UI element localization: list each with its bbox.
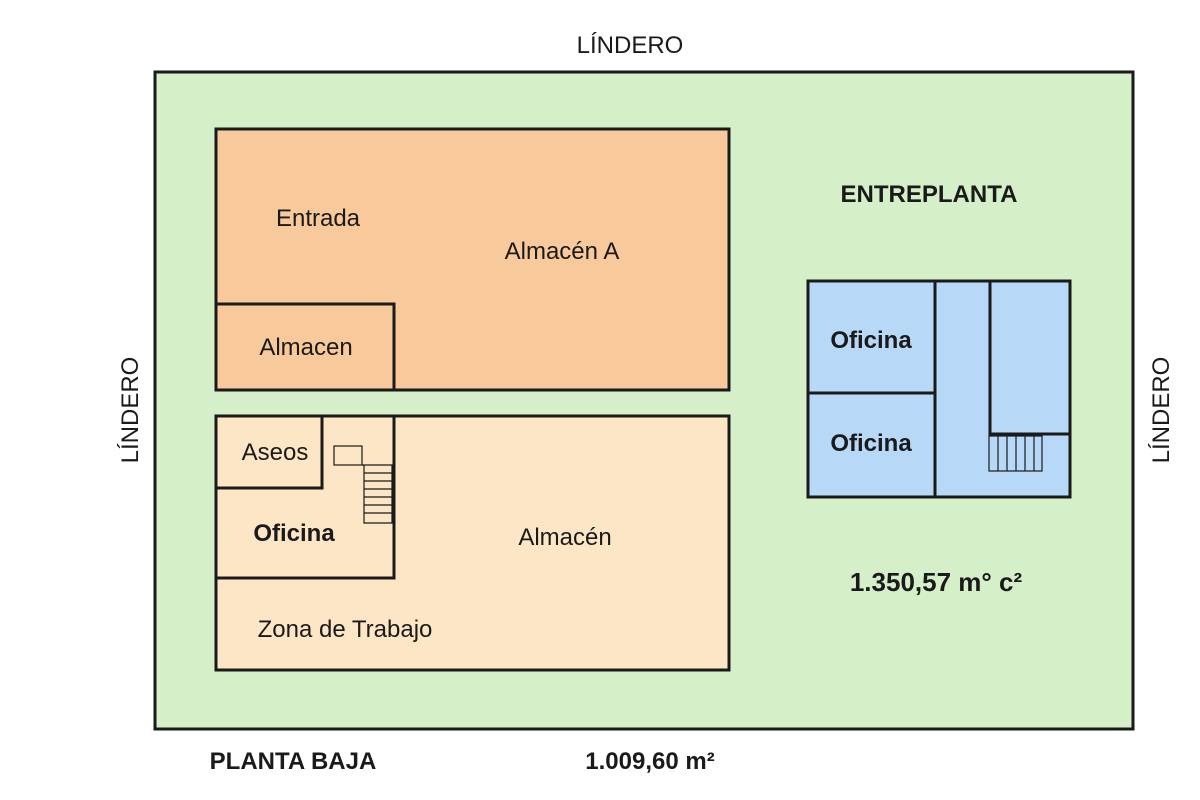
toilets-label: Aseos bbox=[242, 439, 309, 466]
boundary-label-top: LÍNDERO bbox=[577, 32, 684, 59]
office-label-mezzanine-bottom: Oficina bbox=[830, 430, 912, 457]
boundary-label-left: LÍNDERO bbox=[117, 357, 144, 464]
warehouse-a-label: Almacén A bbox=[505, 238, 620, 265]
ground-floor-area: 1.009,60 m² bbox=[585, 748, 714, 775]
office-label-ground: Oficina bbox=[253, 520, 335, 547]
storage-label: Almacen bbox=[259, 334, 352, 361]
lower-block bbox=[214, 414, 731, 672]
entrance-label: Entrada bbox=[276, 205, 361, 232]
boundary-label-right: LÍNDERO bbox=[1148, 357, 1175, 464]
mezzanine-stair bbox=[988, 435, 1043, 472]
work-area-label: Zona de Trabajo bbox=[258, 616, 433, 643]
toilets-outline bbox=[216, 416, 324, 490]
mezzanine-heading: ENTREPLANTA bbox=[841, 181, 1018, 208]
office-zone-outline bbox=[216, 416, 396, 580]
warehouse-label: Almacén bbox=[518, 524, 611, 551]
office-label-mezzanine-top: Oficina bbox=[830, 327, 912, 354]
ground-stair bbox=[333, 445, 393, 524]
mezzanine-block bbox=[806, 279, 1072, 499]
storage-room bbox=[214, 302, 396, 392]
ground-floor-label: PLANTA BAJA bbox=[210, 748, 377, 775]
mezzanine-area: 1.350,57 m° c² bbox=[850, 567, 1023, 597]
mezzanine-stair-core bbox=[988, 281, 1070, 436]
